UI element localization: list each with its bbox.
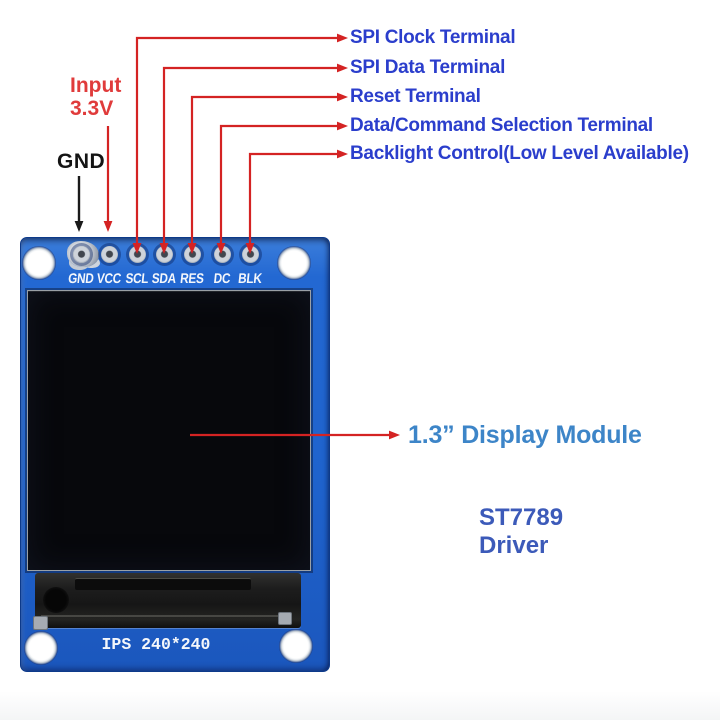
res-arrowhead-right-icon xyxy=(337,92,348,102)
driver-label-line1: ST7789 xyxy=(479,504,564,531)
pin-label-scl: SCL xyxy=(124,270,150,286)
label-spi-clock-terminal: SPI Clock Terminal xyxy=(350,27,516,48)
label-display-module: 1.3” Display Module xyxy=(408,421,642,449)
lcd-screen xyxy=(27,290,311,571)
mounting-hole-top-right xyxy=(277,246,311,280)
pin-label-dc: DC xyxy=(212,270,232,286)
pin-label-gnd: GND xyxy=(67,270,95,286)
pin-hole-scl xyxy=(128,245,146,263)
connector-highlight xyxy=(41,615,289,617)
label-input-voltage: Input 3.3V xyxy=(70,74,121,120)
display-module-board: GND VCC SCL SDA RES DC BLK IPS 240*240 xyxy=(20,237,330,672)
label-backlight-control: Backlight Control(Low Level Available) xyxy=(350,143,689,164)
label-driver: ST7789 Driver xyxy=(479,504,563,560)
blk-leader-line xyxy=(248,152,338,248)
dc-leader-line xyxy=(219,124,338,248)
pin-label-res: RES xyxy=(179,270,205,286)
dc-arrowhead-right-icon xyxy=(337,121,348,131)
sda-arrowhead-right-icon xyxy=(337,63,348,73)
mounting-hole-bottom-left xyxy=(24,631,58,665)
connector-tab-left xyxy=(33,616,48,630)
gnd-arrowhead-down-icon xyxy=(74,221,84,232)
label-gnd: GND xyxy=(57,150,106,173)
scl-arrowhead-right-icon xyxy=(337,33,348,43)
label-reset-terminal: Reset Terminal xyxy=(350,86,481,107)
scl-leader-line xyxy=(135,36,338,248)
blk-arrowhead-right-icon xyxy=(337,149,348,159)
connector-end-cap xyxy=(43,587,69,613)
pin-hole-dc xyxy=(213,245,231,263)
connector-tab-right xyxy=(278,612,292,625)
pin-hole-vcc xyxy=(100,245,118,263)
input-label-line2: 3.3V xyxy=(70,97,114,120)
pin-hole-res xyxy=(183,245,201,263)
res-leader-line xyxy=(190,95,338,248)
board-silkscreen-resolution: IPS 240*240 xyxy=(101,635,211,654)
driver-label-line2: Driver xyxy=(479,532,549,559)
pin-hole-sda xyxy=(155,245,173,263)
pin-hole-gnd xyxy=(72,245,90,263)
mounting-hole-bottom-right xyxy=(279,629,313,663)
pin-label-sda: SDA xyxy=(151,270,177,286)
pin-label-blk: BLK xyxy=(237,270,263,286)
pin-hole-blk xyxy=(241,245,259,263)
label-spi-data-terminal: SPI Data Terminal xyxy=(350,57,506,78)
mounting-hole-top-left xyxy=(22,246,56,280)
connector-slot xyxy=(75,578,251,590)
vcc-arrowhead-down-icon xyxy=(103,221,113,232)
pin-label-vcc: VCC xyxy=(96,270,122,286)
input-label-line1: Input xyxy=(70,74,122,97)
label-data-command-terminal: Data/Command Selection Terminal xyxy=(350,115,653,136)
fpc-connector xyxy=(35,573,301,628)
display-module-arrowhead-icon xyxy=(389,430,400,440)
sda-leader-line xyxy=(162,66,338,248)
